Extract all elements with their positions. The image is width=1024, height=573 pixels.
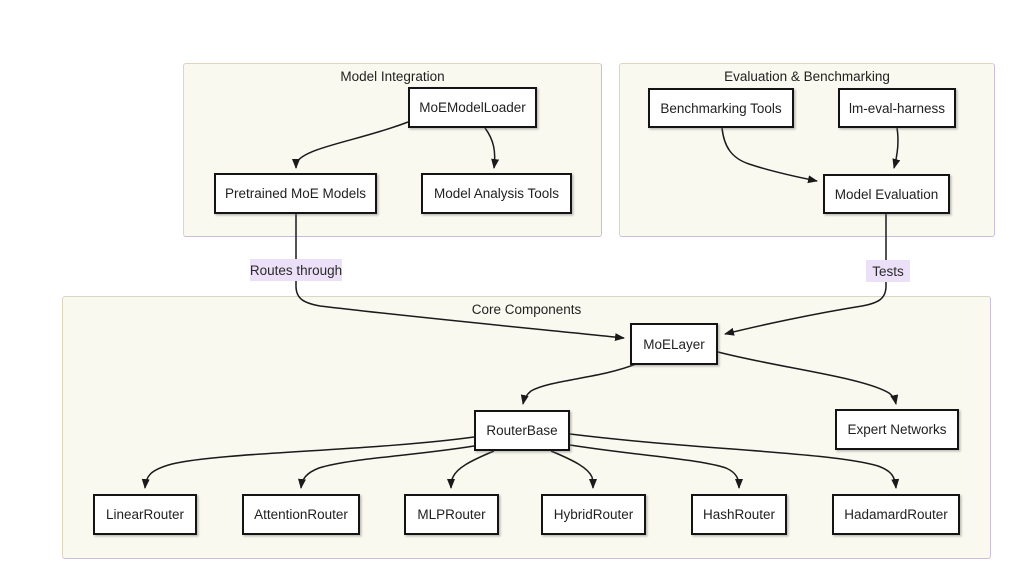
node-attention-router: AttentionRouter (242, 494, 360, 535)
node-model-evaluation: Model Evaluation (823, 174, 950, 214)
edge-routerbase-to-hybridrouter (550, 450, 597, 489)
edge-moelayer-to-expert-networks (717, 351, 899, 405)
edge-pretrained-moe-models-to-moelayer (295, 213, 625, 342)
edge-model-evaluation-to-moelayer (724, 214, 887, 336)
edge-moemodelloader-to-pretrained-moe-models (292, 121, 409, 169)
edge-routerbase-to-hashrouter (569, 444, 743, 489)
cluster-title-evaluation-benchmarking: Evaluation & Benchmarking (724, 69, 890, 84)
edge-moelayer-to-routerbase (520, 363, 637, 405)
node-hadamard-router: HadamardRouter (832, 494, 960, 535)
edge-moemodelloader-to-model-analysis-tools (484, 127, 500, 169)
edge-lm-eval-harness-to-model-evaluation (892, 127, 901, 169)
edge-routerbase-to-linearrouter (141, 436, 475, 489)
edge-benchmarking-tools-to-model-evaluation (721, 127, 818, 184)
edge-routerbase-to-attentionrouter (298, 445, 475, 489)
node-moe-model-loader: MoEModelLoader (408, 87, 537, 128)
node-hash-router: HashRouter (691, 494, 787, 535)
node-lm-eval-harness: lm-eval-harness (838, 88, 956, 128)
node-pretrained-moe-models: Pretrained MoE Models (214, 173, 377, 214)
edge-routerbase-to-hadamardrouter (569, 433, 900, 489)
node-linear-router: LinearRouter (93, 494, 197, 535)
cluster-title-model-integration: Model Integration (340, 69, 445, 84)
edge-routerbase-to-mlprouter (447, 450, 495, 489)
node-benchmarking-tools: Benchmarking Tools (648, 88, 794, 128)
cluster-title-core-components: Core Components (471, 302, 582, 317)
node-model-analysis-tools: Model Analysis Tools (421, 173, 572, 214)
node-expert-networks: Expert Networks (835, 409, 959, 450)
node-moe-layer: MoELayer (630, 323, 718, 365)
edge-label-tests: Tests (866, 260, 910, 282)
node-hybrid-router: HybridRouter (541, 494, 646, 535)
node-router-base: RouterBase (474, 410, 570, 451)
node-mlp-router: MLPRouter (404, 494, 499, 535)
edge-label-routes-through: Routes through (250, 259, 342, 281)
